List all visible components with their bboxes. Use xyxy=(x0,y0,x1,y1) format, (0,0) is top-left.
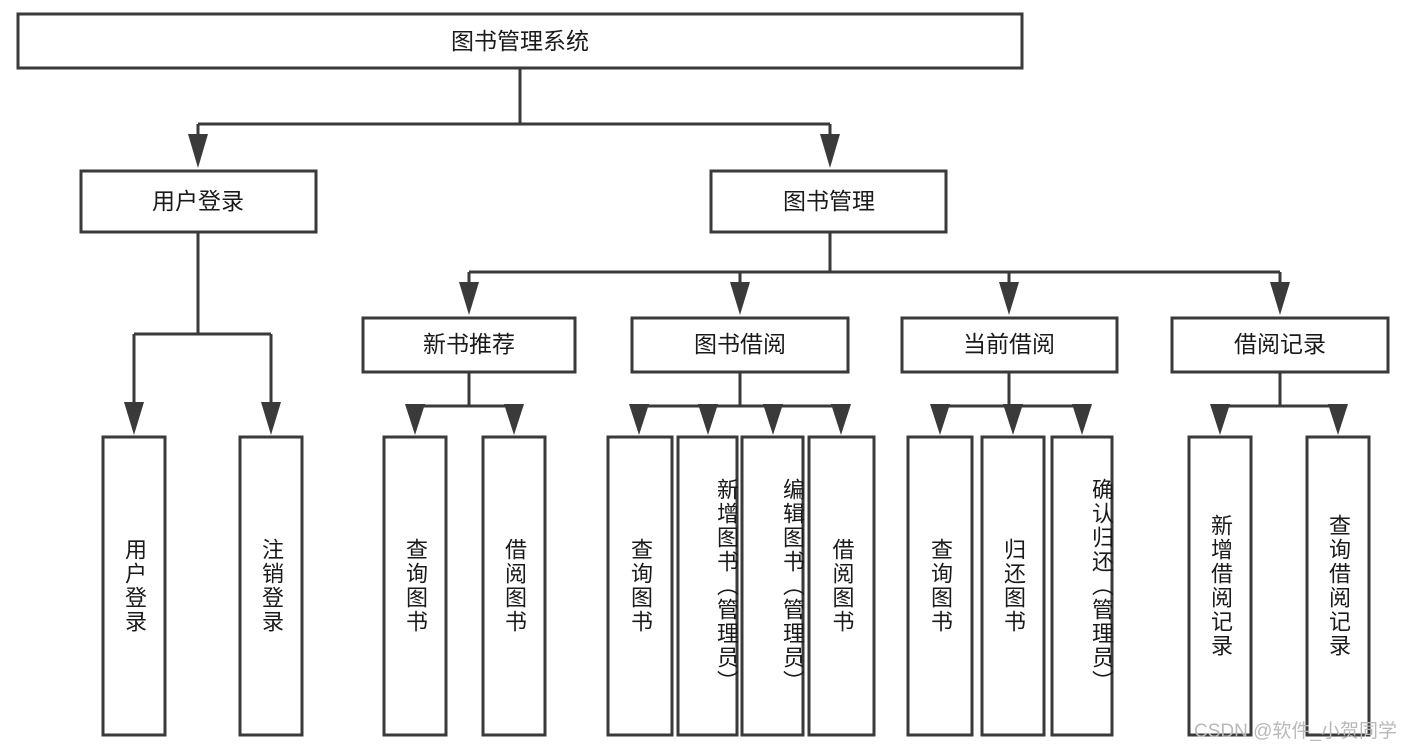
leaf-rect-user-login[interactable] xyxy=(101,435,167,737)
leaf-rect-edit-book-admin[interactable] xyxy=(740,435,805,737)
node-root-label: 图书管理系统 xyxy=(451,28,589,54)
arrow-head-leaf-nbr-2 xyxy=(504,404,524,435)
leaf-rect-logout[interactable] xyxy=(238,435,304,737)
node-borrow-record-label: 借阅记录 xyxy=(1234,331,1326,357)
connector-root-to-level2 xyxy=(188,68,840,168)
connector-borrow-record-to-leaves xyxy=(1210,372,1348,435)
arrow-head-leaf-bb-4 xyxy=(831,404,851,435)
node-book-management-rect[interactable] xyxy=(709,169,948,234)
leaf-rect-add-borrow-record[interactable] xyxy=(1187,435,1253,737)
node-user-login-rect[interactable] xyxy=(79,169,318,234)
node-current-borrow[interactable]: 当前借阅 xyxy=(900,316,1119,374)
node-current-borrow-rect[interactable] xyxy=(900,316,1119,374)
leaf-rect-confirm-return-admin[interactable] xyxy=(1050,435,1114,737)
arrow-head-leaf-logout xyxy=(261,402,281,435)
arrow-head-to-current-borrow xyxy=(999,282,1019,315)
connector-current-borrow-to-leaves xyxy=(930,372,1092,435)
arrow-head-leaf-bb-3 xyxy=(763,404,783,435)
leaf-rect-add-book-admin[interactable] xyxy=(676,435,739,737)
node-root-rect[interactable] xyxy=(16,12,1024,70)
arrow-head-leaf-cb-1 xyxy=(930,404,950,435)
arrow-head-leaf-nbr-1 xyxy=(405,404,425,435)
node-borrow-record[interactable]: 借阅记录 xyxy=(1170,316,1390,374)
leaf-rect-query-borrow-record[interactable] xyxy=(1305,435,1371,737)
connector-new-book-rec-to-leaves xyxy=(405,372,524,435)
arrow-head-to-new-book-rec xyxy=(459,282,479,315)
node-book-management-label: 图书管理 xyxy=(783,188,875,214)
csdn-watermark: CSDN @软件_小贺同学 xyxy=(1194,721,1397,742)
arrow-head-leaf-br-1 xyxy=(1210,404,1230,435)
arrow-head-leaf-cb-3 xyxy=(1072,404,1092,435)
node-user-login[interactable]: 用户登录 xyxy=(79,169,318,234)
node-new-book-recommend-rect[interactable] xyxy=(361,316,577,374)
arrow-head-leaf-bb-1 xyxy=(629,404,649,435)
node-borrow-record-rect[interactable] xyxy=(1170,316,1390,374)
arrow-head-leaf-br-2 xyxy=(1328,404,1348,435)
arrow-head-leaf-user-login xyxy=(124,402,144,435)
connector-book-borrow-to-leaves xyxy=(629,372,851,435)
arrow-head-leaf-bb-2 xyxy=(698,404,718,435)
node-current-borrow-label: 当前借阅 xyxy=(963,331,1055,357)
node-book-management[interactable]: 图书管理 xyxy=(709,169,948,234)
connector-book-mgmt-to-level3 xyxy=(459,232,1290,315)
leaf-rect-query-book-cb[interactable] xyxy=(906,435,974,737)
arrow-head-to-book-mgmt xyxy=(820,134,840,168)
node-new-book-recommend[interactable]: 新书推荐 xyxy=(361,316,577,374)
leaf-rect-return-book[interactable] xyxy=(980,435,1046,737)
leaf-rect-query-book-nbr[interactable] xyxy=(382,435,448,737)
node-user-login-label: 用户登录 xyxy=(152,188,244,214)
node-book-borrow-rect[interactable] xyxy=(630,316,850,374)
node-root[interactable]: 图书管理系统 xyxy=(16,12,1024,70)
arrow-head-leaf-cb-2 xyxy=(1003,404,1023,435)
leaf-rect-borrow-book-bb[interactable] xyxy=(807,435,876,737)
arrow-head-to-book-borrow xyxy=(730,282,750,315)
node-new-book-recommend-label: 新书推荐 xyxy=(423,331,515,357)
leaf-rect-borrow-book-nbr[interactable] xyxy=(481,435,547,737)
arrow-head-to-user-login xyxy=(188,134,208,168)
connector-user-login-to-leaves xyxy=(124,232,281,435)
leaf-rect-query-book-bb[interactable] xyxy=(606,435,674,737)
arrow-head-to-borrow-record xyxy=(1270,282,1290,315)
node-book-borrow-label: 图书借阅 xyxy=(694,331,786,357)
node-book-borrow[interactable]: 图书借阅 xyxy=(630,316,850,374)
